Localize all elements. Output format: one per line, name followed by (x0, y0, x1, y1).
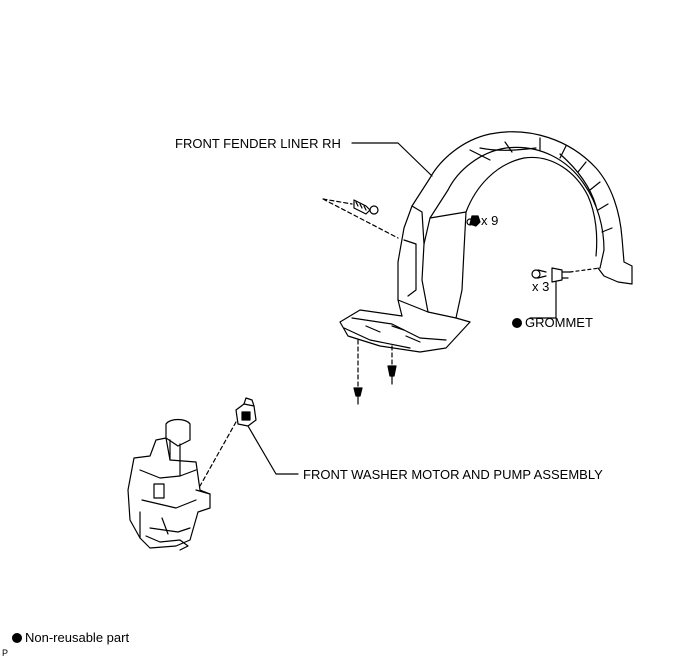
screw-part (531, 269, 547, 279)
dashed-line-grommet (569, 267, 601, 273)
dashed-line-bolts (357, 339, 393, 387)
clip-x9-part (469, 215, 481, 227)
non-reusable-dot-icon (512, 318, 522, 328)
label-grommet-text: GROMMET (525, 315, 593, 330)
dashed-line-motor (199, 421, 237, 487)
leader-grommet (529, 281, 557, 319)
washer-tank-part (127, 418, 211, 551)
non-reusable-dot-icon (12, 633, 22, 643)
fender-liner-part (339, 131, 633, 353)
legend-text: Non-reusable part (25, 630, 130, 645)
label-qty-screws: x 3 (532, 279, 550, 294)
legend: Non-reusable part (12, 630, 129, 645)
label-qty-clips: x 9 (481, 213, 499, 228)
dashed-line-clip (322, 198, 399, 239)
corner-mark: P (2, 648, 9, 658)
leader-fender-liner (351, 142, 433, 177)
label-fender-liner: FRONT FENDER LINER RH (175, 136, 341, 151)
grommet-part (551, 267, 571, 283)
leader-washer-motor (247, 425, 299, 475)
clip-part (353, 199, 379, 215)
washer-motor-part (235, 397, 257, 427)
label-washer-motor: FRONT WASHER MOTOR AND PUMP ASSEMBLY (303, 467, 603, 482)
label-grommet: GROMMET (512, 315, 593, 330)
bolt-part (353, 365, 397, 405)
